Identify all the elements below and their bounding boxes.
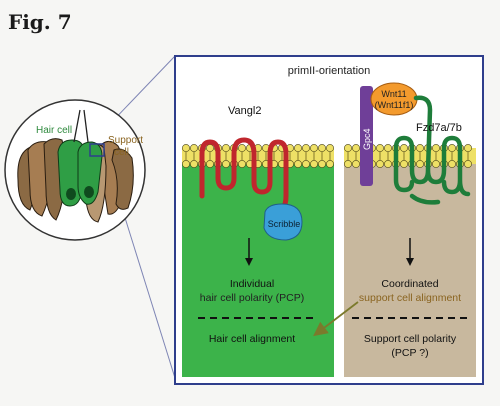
lipid-head: [432, 144, 440, 152]
fzd-label: Fzd7a/7b: [416, 122, 462, 134]
inset-cell-cluster: Hair cell Support cell: [4, 99, 146, 241]
support-cell-polarity-line1: Support cell polarity: [364, 333, 457, 345]
lipid-head: [302, 160, 310, 168]
hair-cell-nucleus: [66, 188, 76, 200]
lipid-head: [352, 144, 360, 152]
lipid-head: [222, 144, 230, 152]
lipid-head: [376, 144, 384, 152]
support-cell-polarity-line2: (PCP ?): [391, 347, 428, 359]
lipid-head: [222, 160, 230, 168]
support-cell-label: cell: [114, 147, 129, 158]
lipid-head: [344, 144, 352, 152]
support-cell-label: Support: [108, 135, 143, 146]
wnt11-label: (Wnt11f1): [375, 100, 414, 110]
lipid-head: [384, 144, 392, 152]
hair-bundle-line: [83, 109, 89, 143]
hair-bundle-line: [73, 109, 81, 143]
support-cell-text-line1: Coordinated: [381, 278, 438, 290]
lipid-head: [310, 160, 318, 168]
lipid-head: [400, 144, 408, 152]
lipid-head: [376, 160, 384, 168]
hair-cell-text-line1: Individual: [230, 278, 274, 290]
lipid-head: [384, 160, 392, 168]
lipid-head: [416, 160, 424, 168]
lipid-head: [310, 144, 318, 152]
hair-cell-shape: [77, 141, 103, 205]
hair-cell-alignment-text: Hair cell alignment: [209, 333, 295, 345]
vangl2-protein: [199, 137, 289, 217]
fzd-receptor-tail: [409, 193, 441, 205]
panel-title: primII-orientation: [288, 65, 371, 77]
support-cell-shape: [111, 148, 134, 210]
lipid-head: [464, 160, 472, 168]
lipid-head: [182, 144, 190, 152]
wnt11-label: Wnt11: [381, 89, 406, 99]
lipid-head: [238, 160, 246, 168]
wnt11-ligand: [370, 82, 418, 116]
lipid-head: [352, 160, 360, 168]
lipid-head: [416, 144, 424, 152]
hair-cell-nucleus: [84, 186, 94, 198]
lipid-head: [206, 144, 214, 152]
scribble-protein: [263, 203, 303, 241]
hair-cell-label: Hair cell: [36, 125, 72, 136]
lipid-head: [326, 160, 334, 168]
gpc4-label: Gpc4: [362, 128, 372, 150]
scribble-label: Scribble: [268, 219, 301, 229]
lipid-head: [448, 160, 456, 168]
lipid-head: [302, 144, 310, 152]
zoom-highlight-box: [89, 143, 105, 157]
lipid-head: [190, 160, 198, 168]
lipid-head: [400, 160, 408, 168]
lipid-head: [318, 144, 326, 152]
lipid-head: [344, 160, 352, 168]
hair-cell-body: [182, 163, 334, 377]
lipid-head: [182, 160, 190, 168]
lipid-head: [326, 144, 334, 152]
gpc4-protein: [360, 86, 373, 146]
lipid-head: [318, 160, 326, 168]
lipid-head: [206, 160, 214, 168]
lipid-head: [464, 144, 472, 152]
lipid-head: [448, 144, 456, 152]
lipid-head: [190, 144, 198, 152]
hair-cell-down-arrowhead: [245, 258, 253, 266]
hair-cell-text-line2: hair cell polarity (PCP): [200, 292, 304, 304]
lipid-head: [238, 144, 246, 152]
lipid-head: [432, 160, 440, 168]
lipid-head: [294, 144, 302, 152]
vangl2-label: Vangl2: [228, 105, 261, 117]
figure-label: Fig. 7: [8, 10, 72, 34]
fzd-receptor: [393, 95, 471, 197]
alignment-influence-arrow: [313, 301, 359, 337]
gpc4-protein-anchor: [360, 140, 373, 186]
support-cell-text-line2: support cell alignment: [359, 292, 461, 304]
lipid-head: [294, 160, 302, 168]
support-cell-body: [344, 163, 476, 377]
support-cell-down-arrowhead: [406, 258, 414, 266]
